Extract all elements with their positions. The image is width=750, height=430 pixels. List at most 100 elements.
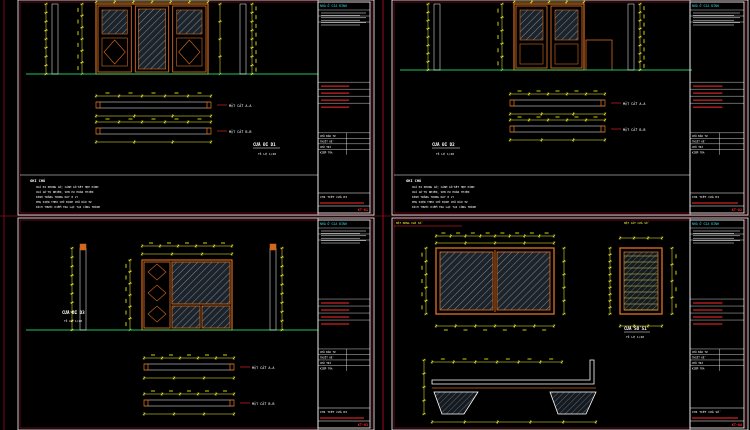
jamb-section <box>239 3 247 75</box>
section-label: MẶT CẮT A-A <box>252 365 274 370</box>
view-scale: TỈ LỆ 1/20 <box>64 318 82 323</box>
title-block-frame <box>689 219 745 429</box>
section-label: MẶT CẮT A-A <box>229 103 251 108</box>
door-panel-diamond <box>103 39 126 65</box>
title-block-item: THIẾT KẾ <box>320 354 334 359</box>
sheet-border <box>17 0 375 216</box>
title-block-item: CHỦ TRÌ <box>692 144 703 149</box>
section-jamb <box>95 127 101 135</box>
door-glass-panel <box>171 261 231 305</box>
title-block-code: KT-04 <box>732 423 742 427</box>
title-block-item: KIỂM TRA <box>692 149 705 154</box>
window-sash <box>496 251 551 311</box>
view-title: CỬA SỔ S1 <box>624 326 647 331</box>
door-panel-diamond <box>147 305 167 323</box>
door-leaf <box>97 5 132 73</box>
title-block-item: THIẾT KẾ <box>320 138 334 143</box>
sill-profile <box>431 359 595 385</box>
title-block-item: KIỂM TRA <box>320 365 333 370</box>
notes-title: GHI CHÚ <box>406 178 421 183</box>
note-line: CỬA ĐI KHUNG GỖ, CÁNH GỖ KẾT HỢP KÍNH <box>36 184 99 189</box>
title-block-item: KIỂM TRA <box>320 149 333 154</box>
door-glass-panel <box>101 9 128 35</box>
section-jamb <box>509 99 515 107</box>
door-raised-panel <box>519 43 544 65</box>
note-line: CỬA ĐI KHUNG GỖ, CÁNH GỖ KẾT HỢP KÍNH <box>412 184 475 189</box>
section-jamb <box>206 101 212 109</box>
title-block-code: KT-03 <box>358 423 368 427</box>
title-block-drawing-name: CHI TIẾT CỬA ĐI <box>320 194 347 199</box>
note-line: KÍCH THƯỚC KIỂM TRA LẠI TẠI CÔNG TRÌNH <box>36 204 100 209</box>
window-section-frame <box>619 247 663 315</box>
note-line: PHỤ KIỆN THEO CHỈ ĐỊNH CHỦ ĐẦU TƯ <box>36 199 92 204</box>
notes-title: GHI CHÚ <box>30 178 45 183</box>
title-block-item: KIỂM TRA <box>692 365 705 370</box>
view-scale: TỈ LỆ 1/20 <box>626 334 644 339</box>
title-block-item: THIẾT KẾ <box>692 138 706 143</box>
title-block-drawing-name: CHI TIẾT CỬA ĐI <box>320 409 347 414</box>
door-panel-diamond <box>147 284 167 302</box>
door-leaf <box>143 261 171 329</box>
sill-bracket <box>549 391 597 415</box>
title-block-item: CHỦ ĐẦU TƯ <box>320 133 336 138</box>
sheet-border <box>17 217 375 430</box>
section-jamb <box>143 399 149 407</box>
section-jamb <box>600 99 606 107</box>
title-block-project: NHÀ Ở GIA ĐÌNH <box>320 221 347 226</box>
door-glass-panel <box>176 9 203 35</box>
title-block-item: CHỦ ĐẦU TƯ <box>692 133 708 138</box>
door-glass-panel <box>138 8 166 70</box>
section-label: MẶT CẮT B-B <box>229 129 251 134</box>
door-panel-diamond <box>147 263 167 281</box>
sheet-inner-border <box>393 219 747 429</box>
door-leaf <box>550 5 583 69</box>
section-jamb <box>229 399 235 407</box>
title-block-item: CHỦ TRÌ <box>320 144 331 149</box>
window-section-glass <box>623 251 659 311</box>
section-jamb <box>95 101 101 109</box>
sheet-door-d2: MẶT CẮT A-A MẶT CẮT B-B CỬA ĐI D2 TỈ LỆ 1/2… <box>394 0 745 215</box>
window-sash <box>439 251 494 311</box>
door-glass-panel <box>201 305 231 329</box>
title-block-frame <box>689 1 745 214</box>
note-line: KÍNH TRẮNG TRONG DÀY 8 LY <box>412 194 454 199</box>
door-leaf <box>134 5 170 73</box>
section-label: MẶT CẮT B-B <box>623 127 645 132</box>
door-leaf <box>172 5 207 73</box>
door-raised-panel <box>554 43 579 65</box>
section-jamb <box>509 125 515 133</box>
sill-bracket <box>433 391 479 415</box>
section-jamb <box>206 127 212 135</box>
header-label: MẶT ĐỨNG CỬA SỔ <box>396 220 423 225</box>
note-line: PHỤ KIỆN THEO CHỈ ĐỊNH CHỦ ĐẦU TƯ <box>412 199 468 204</box>
title-block-project: NHÀ Ở GIA ĐÌNH <box>692 3 719 8</box>
note-line: CỬA GỖ TỰ NHIÊN, SƠN PU HOÀN THIỆN <box>412 189 470 194</box>
title-block-item: CHỦ ĐẦU TƯ <box>692 349 708 354</box>
view-title: CỬA ĐI D2 <box>432 142 455 147</box>
title-block-project: NHÀ Ở GIA ĐÌNH <box>692 221 719 226</box>
note-line: KÍCH THƯỚC KIỂM TRA LẠI TẠI CÔNG TRÌNH <box>412 204 476 209</box>
view-title: CỬA ĐI D3 <box>62 310 85 315</box>
door-leaf <box>515 5 548 69</box>
title-block-item: CHỦ TRÌ <box>320 360 331 365</box>
view-scale: TỈ LỆ 1/20 <box>436 151 454 156</box>
section-label: MẶT CẮT B-B <box>252 401 274 406</box>
jamb-section <box>433 3 441 71</box>
title-block-item: THIẾT KẾ <box>692 354 706 359</box>
jamb-head <box>269 243 277 251</box>
section-label: MẶT CẮT A-A <box>623 101 645 106</box>
note-line: CỬA GỖ TỰ NHIÊN, SƠN PU HOÀN THIỆN <box>36 189 94 194</box>
title-block-project: NHÀ Ở GIA ĐÌNH <box>320 3 347 8</box>
title-block-item: CHỦ TRÌ <box>692 360 703 365</box>
sheet-inner-border <box>19 219 373 429</box>
title-block-item: CHỦ ĐẦU TƯ <box>320 349 336 354</box>
section-jamb <box>600 125 606 133</box>
sheet-border <box>391 0 749 216</box>
door-glass-panel <box>554 9 579 41</box>
title-block-frame <box>317 219 371 429</box>
